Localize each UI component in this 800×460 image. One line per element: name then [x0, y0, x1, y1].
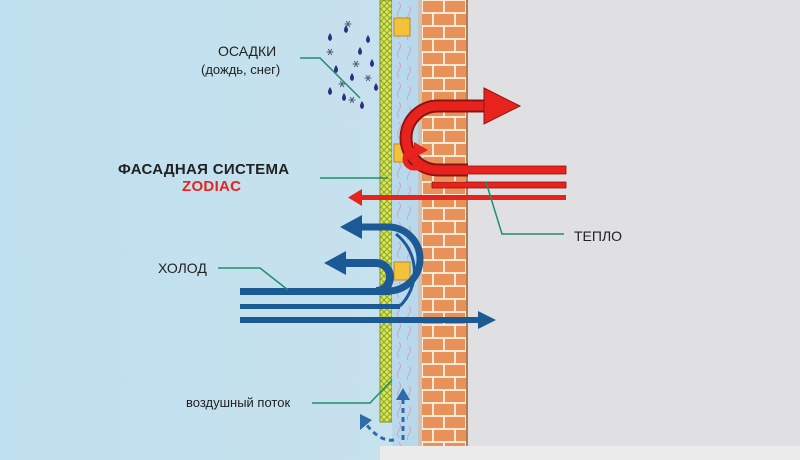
snowflake-icon — [352, 60, 360, 68]
facade-system-title: ФАСАДНАЯ СИСТЕМА — [118, 161, 290, 178]
floor-slab — [380, 446, 800, 460]
heat-label: ТЕПЛО — [574, 228, 623, 244]
brick-wall — [422, 0, 466, 446]
cold-arrow — [240, 215, 496, 329]
snowflake-icon — [364, 74, 372, 82]
airflow-label: воздушный поток — [186, 395, 291, 410]
raindrop-icon — [350, 73, 354, 81]
brick-wall-edge — [466, 0, 468, 446]
facade-cladding-mesh — [379, 0, 393, 423]
raindrop-icon — [360, 101, 364, 109]
precipitation-group — [326, 20, 378, 109]
raindrop-icon — [328, 87, 332, 95]
wall-membrane — [418, 0, 422, 446]
raindrop-icon — [366, 35, 370, 43]
insulation-fibers — [392, 0, 418, 446]
snowflake-icon — [344, 20, 352, 28]
brand-label: ZODIAC — [182, 178, 242, 195]
raindrop-icon — [344, 25, 348, 33]
airflow-arrow — [360, 388, 410, 442]
raindrop-icon — [334, 65, 338, 73]
raindrop-icon — [328, 33, 332, 41]
leader-lines — [218, 57, 564, 404]
precipitation-label: ОСАДКИ — [218, 43, 277, 59]
cold-label: ХОЛОД — [158, 260, 207, 276]
snowflake-icon — [326, 48, 334, 56]
precipitation-detail-label: (дождь, снег) — [201, 62, 281, 77]
heat-arrow — [348, 87, 567, 206]
raindrop-icon — [342, 93, 346, 101]
raindrop-icon — [370, 59, 374, 67]
raindrop-icon — [358, 47, 362, 55]
interior-background — [466, 0, 800, 446]
snowflake-icon — [348, 96, 356, 104]
raindrop-icon — [374, 83, 378, 91]
